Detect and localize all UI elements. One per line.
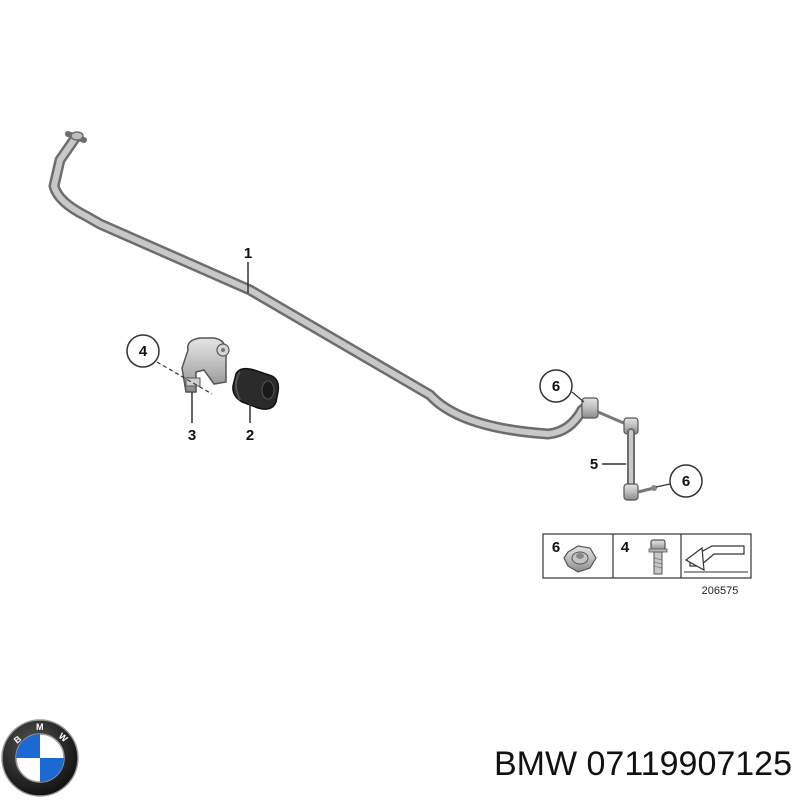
diagram-reference-number: 206575 bbox=[702, 585, 739, 597]
stabilizer-bar bbox=[48, 131, 596, 440]
callout-6-top: 6 bbox=[552, 378, 560, 395]
part-number-caption: BMW 07119907125 bbox=[494, 745, 792, 783]
callout-2: 2 bbox=[246, 427, 254, 444]
legend-nut-number: 6 bbox=[552, 539, 560, 556]
callout-4-group: 4 bbox=[126, 334, 213, 395]
callout-5: 5 bbox=[590, 456, 598, 473]
stabilizer-link bbox=[581, 397, 657, 501]
bolt-icon bbox=[648, 539, 668, 575]
callout-3: 3 bbox=[188, 427, 196, 444]
callout-6-bottom-group: 6 bbox=[655, 464, 703, 498]
nut-icon bbox=[563, 545, 597, 573]
bmw-logo: B M W bbox=[1, 719, 79, 797]
bar-bracket bbox=[181, 337, 230, 393]
svg-text:B: B bbox=[12, 733, 24, 745]
callout-1: 1 bbox=[244, 245, 252, 262]
callout-6-bottom: 6 bbox=[682, 473, 690, 490]
legend-bolt-number: 4 bbox=[621, 539, 630, 556]
rubber-bushing bbox=[232, 367, 280, 410]
callout-6-top-group: 6 bbox=[539, 369, 585, 403]
parts-legend: 6 4 bbox=[542, 533, 752, 579]
direction-arrow-icon bbox=[684, 545, 748, 573]
svg-text:M: M bbox=[36, 722, 44, 732]
callout-4: 4 bbox=[139, 343, 148, 360]
